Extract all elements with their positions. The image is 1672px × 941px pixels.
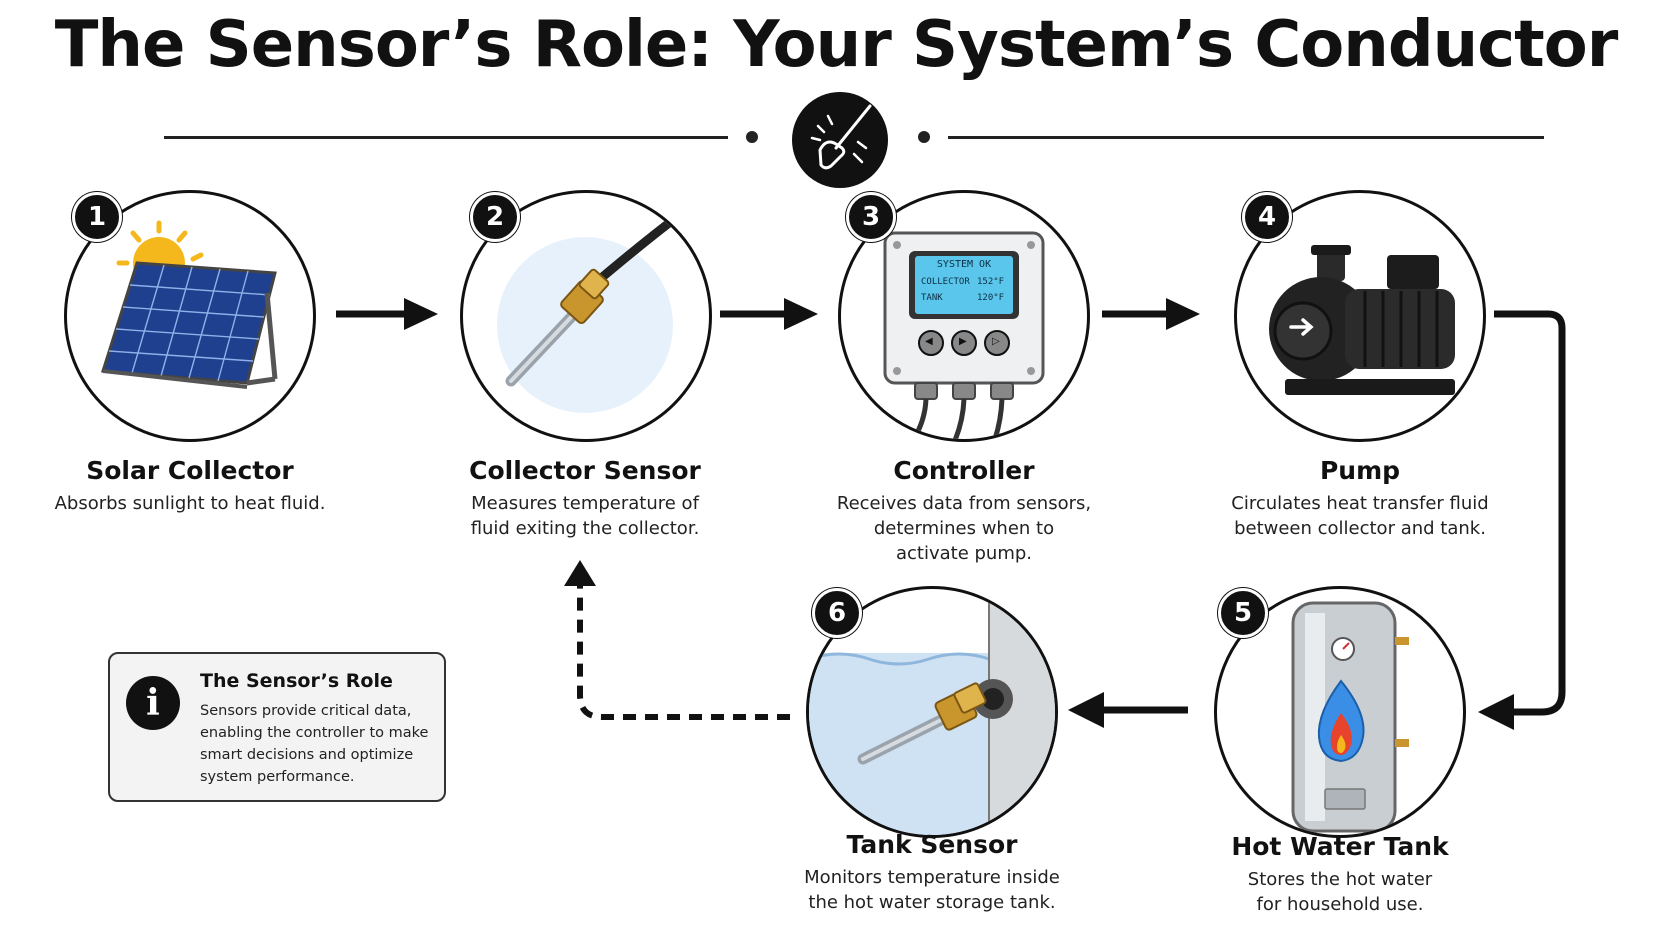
step-name: Tank Sensor (846, 830, 1018, 859)
arrow-5-to-6 (1068, 692, 1188, 728)
step-number-badge: 6 (812, 588, 862, 638)
info-box-text: Sensors provide critical data, enabling … (200, 703, 429, 785)
step-description: Circulates heat transfer fluid between c… (1231, 493, 1489, 539)
solar-collector-illustration (64, 190, 316, 442)
step-label-pump: Pump Circulates heat transfer fluid betw… (1200, 456, 1520, 541)
info-icon: i (126, 676, 180, 730)
brass-fitting-icon (934, 682, 987, 731)
step-name: Pump (1319, 456, 1401, 485)
step-label-controller: Controller Receives data from sensors, d… (804, 456, 1124, 566)
title-rule-right (948, 136, 1544, 139)
feedback-arrow-6-to-2 (564, 560, 790, 720)
step-description: Stores the hot water for household use. (1247, 869, 1433, 915)
step-number-badge: 4 (1242, 192, 1292, 242)
step-number-badge: 5 (1218, 588, 1268, 638)
step-label-collector-sensor: Collector Sensor Measures temperature of… (425, 456, 745, 541)
step-controller: SYSTEM OK COLLECTOR 152°F TANK 120°F ◀ ▶… (838, 190, 1090, 442)
info-box-title: The Sensor’s Role (200, 670, 393, 692)
step-name: Controller (893, 456, 1035, 485)
title-rule-left (164, 136, 728, 139)
step-number-badge: 1 (72, 192, 122, 242)
arrow-1-to-2 (336, 298, 438, 330)
step-label-hot-water-tank: Hot Water Tank Stores the hot water for … (1180, 832, 1500, 917)
title-dot-right (918, 131, 930, 143)
lcd-row1-label: COLLECTOR (921, 277, 970, 287)
conductor-baton-icon (792, 92, 888, 188)
step-name: Solar Collector (86, 456, 294, 485)
step-tank-sensor: 6 (806, 586, 1058, 838)
flame-icon (1317, 679, 1365, 763)
tank-sensor-illustration (806, 586, 1058, 838)
controller-right-button-icon: ▷ (992, 336, 1000, 347)
lcd-row2-label: TANK (921, 293, 943, 303)
controller-left-button-icon: ◀ (925, 336, 933, 347)
arrow-4-to-5 (1478, 310, 1566, 730)
step-name: Hot Water Tank (1231, 832, 1449, 861)
step-name: Collector Sensor (469, 456, 701, 485)
lcd-status: SYSTEM OK (936, 259, 992, 270)
step-number-badge: 3 (846, 192, 896, 242)
step-collector-sensor: 2 (460, 190, 712, 442)
solar-panel-icon (101, 261, 278, 389)
title-dot-left (746, 131, 758, 143)
step-label-tank-sensor: Tank Sensor Monitors temperature inside … (772, 830, 1092, 915)
step-solar-collector: 1 (64, 190, 316, 442)
step-description: Monitors temperature inside the hot wate… (804, 867, 1060, 913)
sensor-role-info-box: i The Sensor’s Role Sensors provide crit… (108, 652, 446, 802)
arrow-3-to-4 (1102, 298, 1200, 330)
step-description: Receives data from sensors, determines w… (836, 493, 1092, 564)
page-title: The Sensor’s Role: Your System’s Conduct… (54, 8, 1619, 82)
lcd-row2-value: 120°F (977, 293, 1005, 303)
step-description: Absorbs sunlight to heat fluid. (54, 493, 326, 514)
step-hot-water-tank: 5 (1214, 586, 1466, 838)
controller-ok-button-icon: ▶ (959, 336, 967, 347)
step-number-badge: 2 (470, 192, 520, 242)
lcd-row1-value: 152°F (977, 277, 1005, 287)
step-pump: 4 (1234, 190, 1486, 442)
arrow-2-to-3 (720, 298, 818, 330)
step-description: Measures temperature of fluid exiting th… (470, 493, 700, 539)
brass-fitting-icon (560, 268, 610, 325)
step-label-solar-collector: Solar Collector Absorbs sunlight to heat… (30, 456, 350, 516)
